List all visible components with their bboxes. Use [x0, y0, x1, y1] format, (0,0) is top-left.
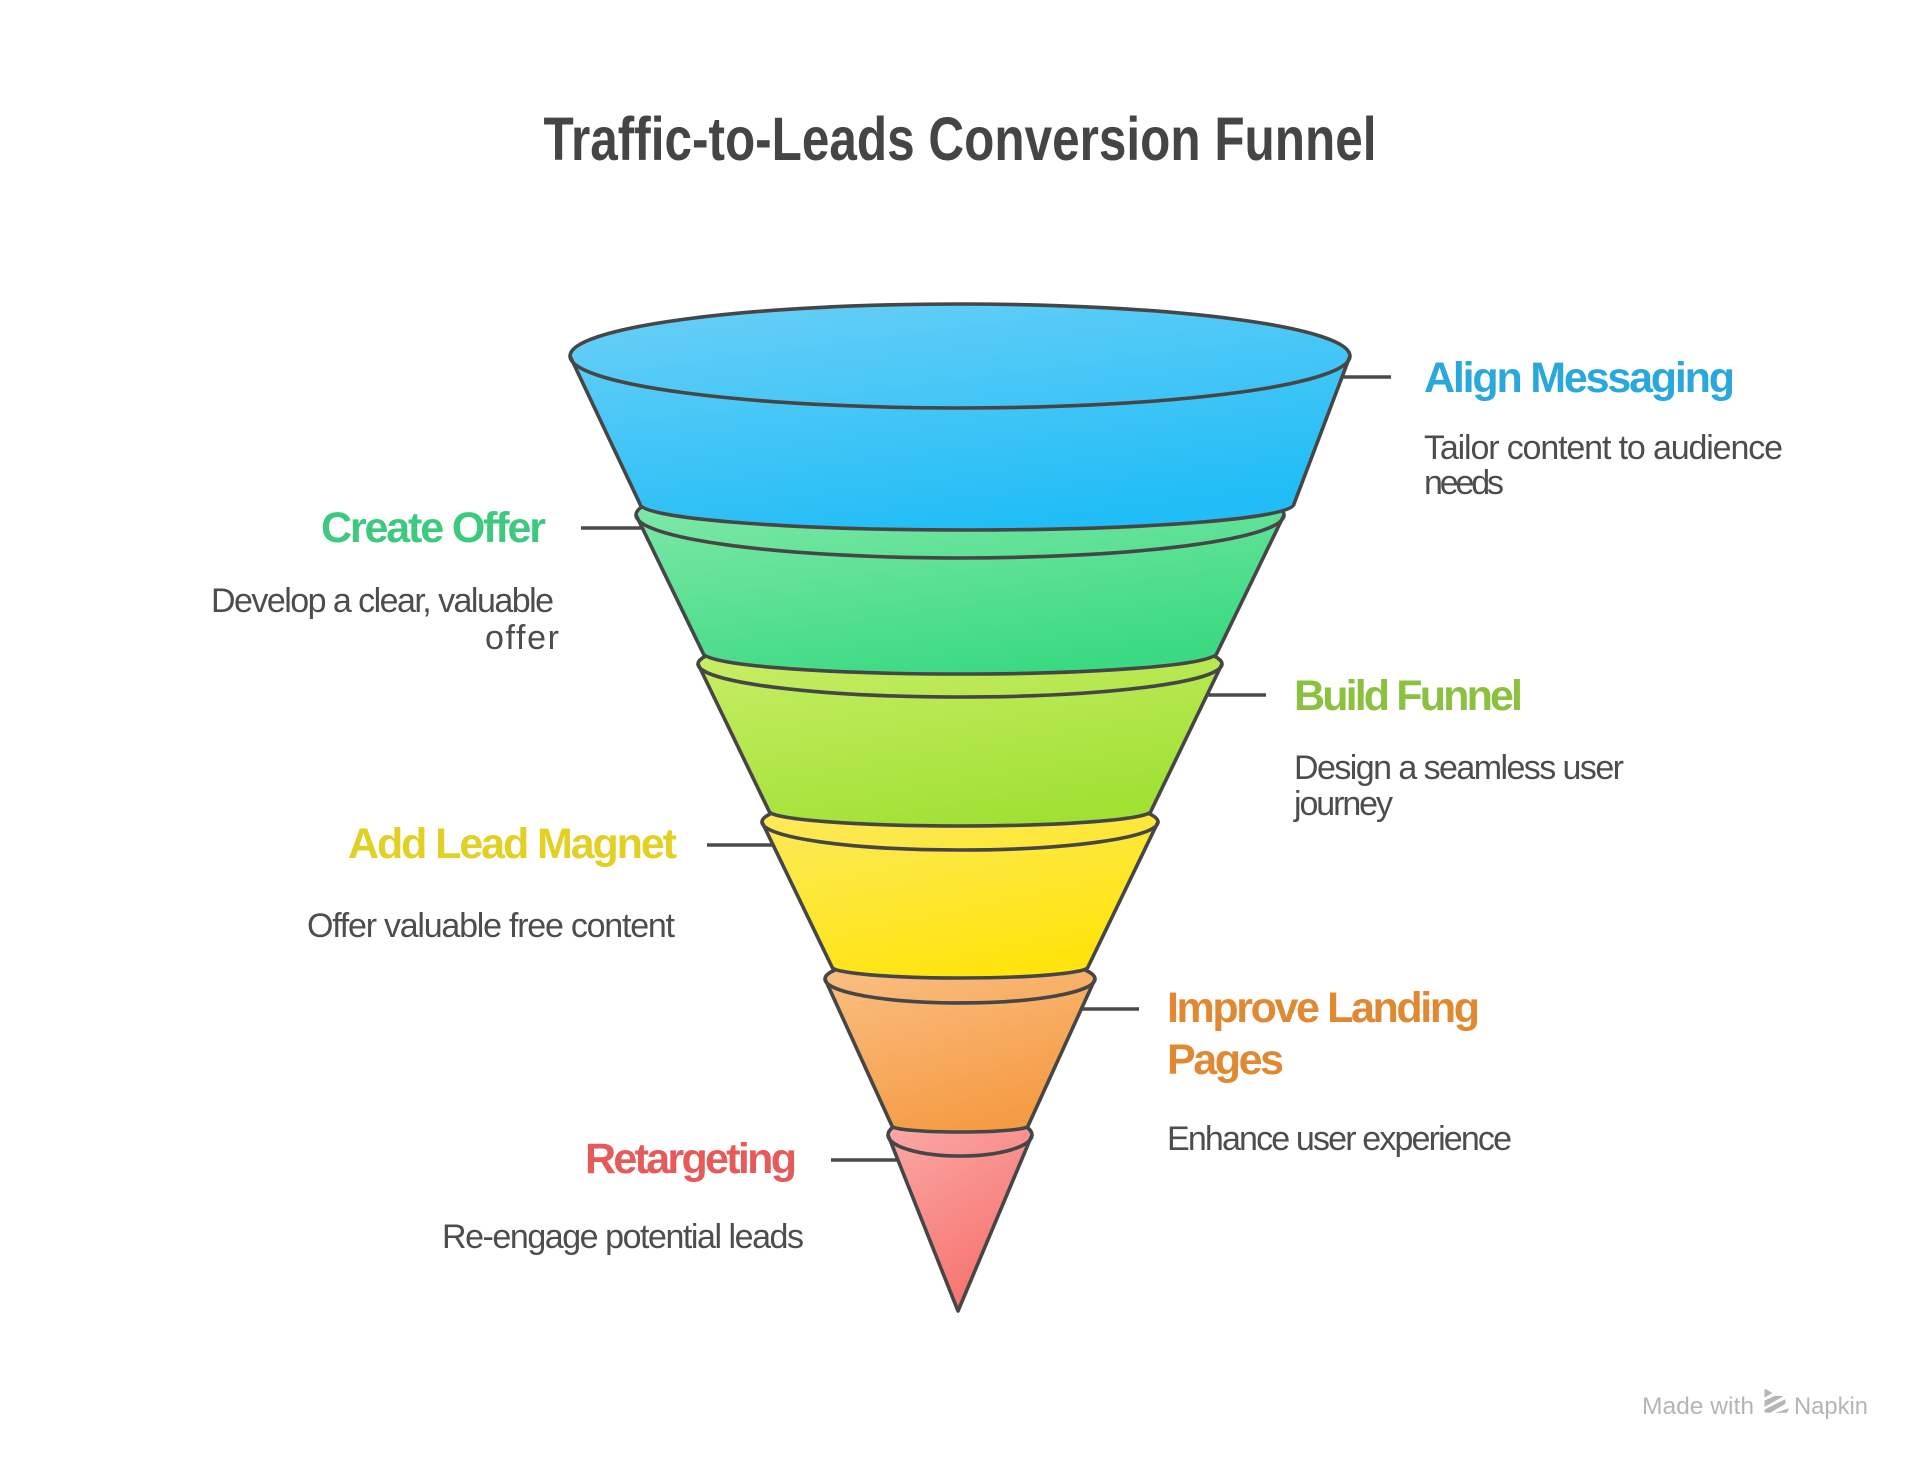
- svg-text:offer: offer: [485, 619, 559, 657]
- svg-text:needs: needs: [1424, 464, 1504, 502]
- svg-text:Enhance user experience: Enhance user experience: [1167, 1120, 1512, 1158]
- svg-text:Re-engage potential leads: Re-engage potential leads: [442, 1218, 804, 1256]
- svg-text:Made with: Made with: [1642, 1393, 1754, 1420]
- svg-text:journey: journey: [1293, 785, 1393, 823]
- svg-text:Retargeting: Retargeting: [585, 1135, 797, 1183]
- svg-text:Build Funnel: Build Funnel: [1294, 672, 1523, 720]
- svg-text:Offer valuable free content: Offer valuable free content: [307, 907, 676, 945]
- svg-text:Align Messaging: Align Messaging: [1424, 354, 1735, 402]
- svg-text:Improve Landing: Improve Landing: [1167, 984, 1480, 1032]
- svg-text:Develop a clear, valuable: Develop a clear, valuable: [211, 582, 554, 620]
- svg-text:Add Lead Magnet: Add Lead Magnet: [348, 820, 677, 868]
- svg-text:Design a seamless user: Design a seamless user: [1294, 749, 1624, 787]
- svg-text:Pages: Pages: [1167, 1036, 1284, 1084]
- svg-text:Napkin: Napkin: [1794, 1393, 1868, 1420]
- svg-text:Tailor content to audience: Tailor content to audience: [1424, 429, 1783, 467]
- svg-text:Traffic-to-Leads Conversion Fu: Traffic-to-Leads Conversion Funnel: [544, 105, 1377, 173]
- svg-text:Create Offer: Create Offer: [321, 504, 546, 552]
